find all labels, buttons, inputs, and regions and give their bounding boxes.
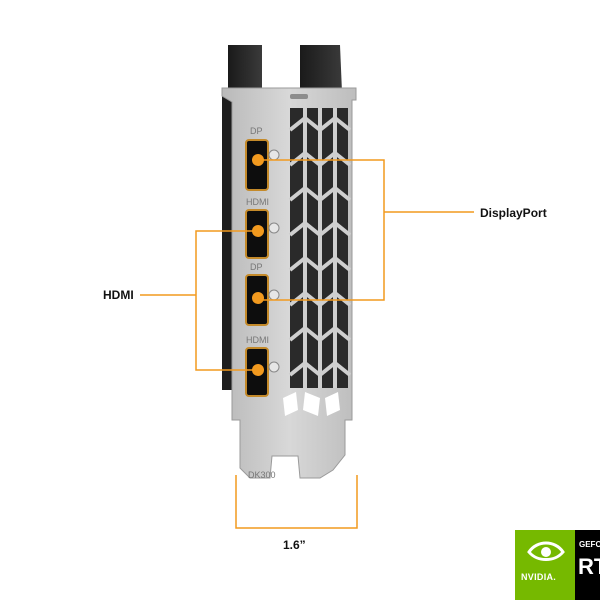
lower-vents (283, 392, 340, 416)
nvidia-wordmark: NVIDIA. (521, 572, 557, 582)
port-label-dp-2: DP (250, 262, 263, 272)
port-hdmi-2 (245, 347, 280, 397)
port-hdmi-1 (245, 209, 280, 259)
vent-grid-lines (288, 108, 352, 388)
bracket-stamp: DK300 (248, 470, 276, 480)
port-label-hdmi-2: HDMI (246, 335, 269, 345)
displayport-callout-label: DisplayPort (480, 206, 547, 220)
geforce-panel (575, 530, 600, 600)
callout-lines (140, 159, 474, 529)
nvidia-geforce-rtx-badge: NVIDIA. GEFO RT (515, 530, 600, 600)
bracket-width-label: 1.6” (283, 538, 306, 552)
nvidia-eye-icon (527, 541, 565, 561)
geforce-text: GEFO (579, 540, 600, 549)
port-dp-1 (245, 139, 280, 191)
port-label-dp-1: DP (250, 126, 263, 136)
nvidia-logo-panel: NVIDIA. (515, 530, 575, 600)
rtx-text: RT (578, 554, 600, 579)
hdmi-callout-label: HDMI (103, 288, 134, 302)
port-label-hdmi-1: HDMI (246, 197, 269, 207)
